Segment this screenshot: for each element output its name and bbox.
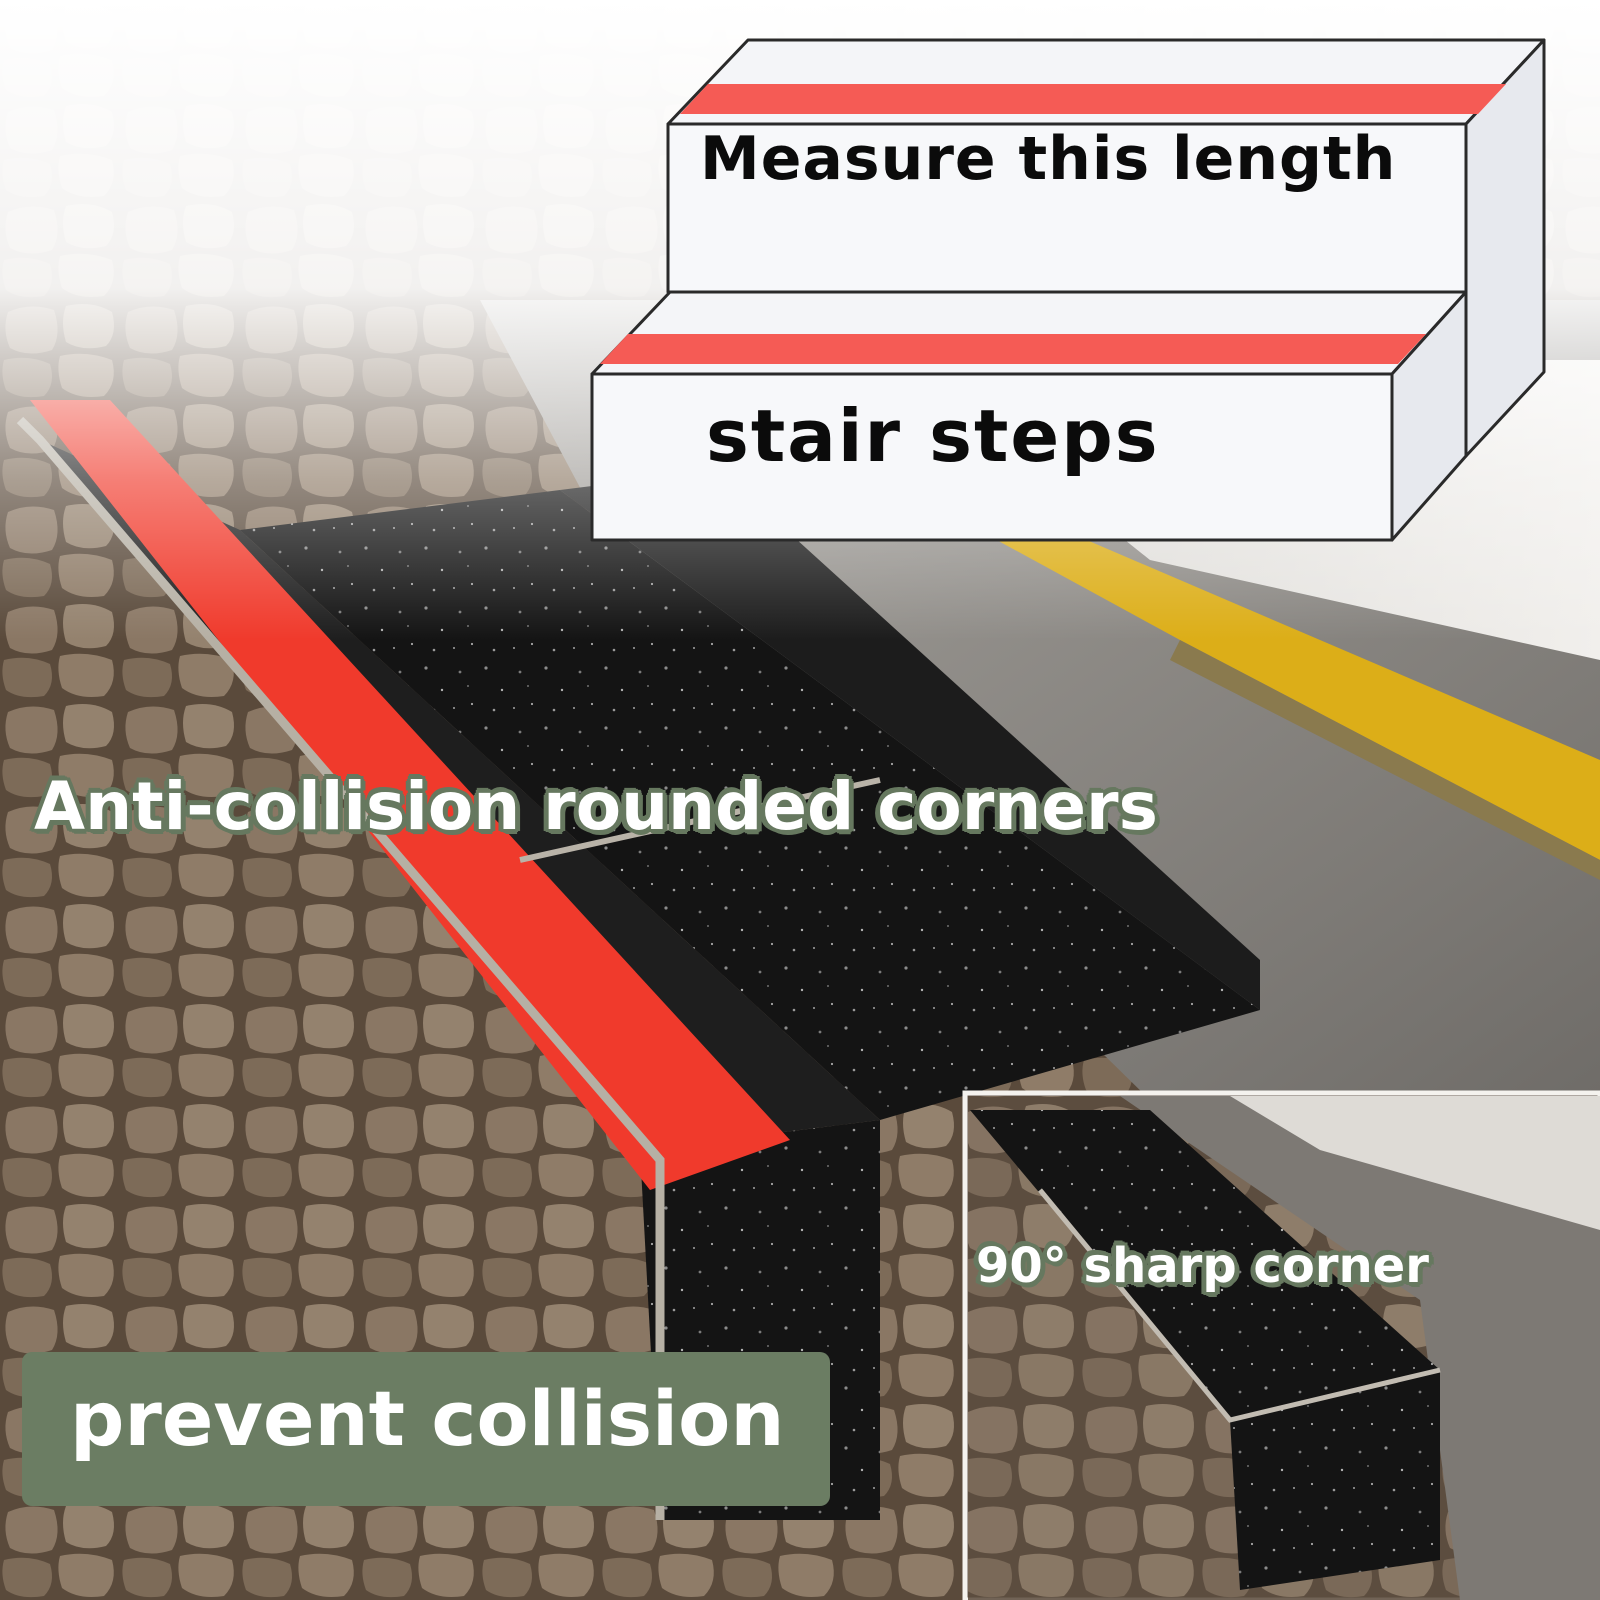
stair-steps-label: stair steps	[706, 394, 1160, 478]
step-tread-inner	[240, 490, 1260, 1120]
rounded-corners-caption: Anti-collision rounded corners	[34, 768, 1158, 845]
yellow-trim-edge	[1170, 640, 1600, 880]
tile-joint	[519, 777, 881, 863]
prevent-collision-badge: prevent collision	[22, 1352, 830, 1506]
stair-step-diagram	[590, 38, 1546, 542]
measure-length-label: Measure this length	[700, 124, 1397, 194]
top-step-red-strip	[680, 84, 1506, 114]
prevent-collision-label: prevent collision	[70, 1374, 785, 1463]
sharp-corner-caption: 90° sharp corner	[976, 1238, 1429, 1294]
sharp-corner-inset	[962, 1090, 1600, 1600]
bottom-step-red-strip	[600, 334, 1426, 364]
